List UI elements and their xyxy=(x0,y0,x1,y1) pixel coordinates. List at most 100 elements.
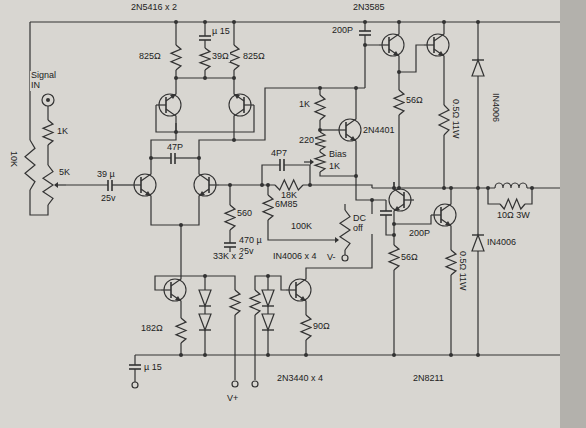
component-label: 560 xyxy=(236,209,253,219)
component-label: 56Ω xyxy=(405,96,424,106)
transistor-lead xyxy=(234,87,244,101)
transistor-lead xyxy=(296,272,306,286)
wire xyxy=(180,225,181,272)
wire xyxy=(320,172,356,176)
junction-dot xyxy=(397,186,401,190)
transistor-symbol xyxy=(431,197,456,233)
resistor-symbol xyxy=(263,195,273,220)
resistor-symbol xyxy=(43,165,53,205)
transistor-lead xyxy=(296,294,306,308)
wire xyxy=(254,315,255,380)
component-label: IN4006 xyxy=(486,238,517,248)
pot-arrow xyxy=(54,182,58,188)
emitter-arrow xyxy=(175,296,181,301)
terminal xyxy=(132,382,138,388)
wire xyxy=(399,45,424,72)
wire xyxy=(255,276,268,290)
wire xyxy=(450,275,451,355)
component-label: 2N3585 xyxy=(352,3,386,13)
transistor-lead xyxy=(424,44,434,45)
junction-dot xyxy=(476,353,480,357)
junction-dot xyxy=(149,156,153,160)
wire xyxy=(204,40,205,48)
component-label: 2N4401 xyxy=(362,126,396,136)
component-label: 825Ω xyxy=(138,52,162,62)
transistor-lead xyxy=(434,27,444,41)
wire xyxy=(268,276,286,290)
wire xyxy=(234,88,365,140)
wire xyxy=(175,22,176,45)
component-label: 1K xyxy=(298,100,311,110)
component-label: µ 15 xyxy=(143,363,163,373)
capacitor-symbol xyxy=(170,152,172,164)
junction-dot xyxy=(392,222,396,226)
diode-symbol xyxy=(472,234,484,235)
resistor-symbol xyxy=(230,290,240,315)
resistor-symbol xyxy=(171,45,181,70)
transistor-lead xyxy=(389,27,399,41)
junction-dot xyxy=(392,233,396,237)
transistor-lead xyxy=(171,294,181,308)
wire xyxy=(47,145,48,165)
junction-dot xyxy=(397,20,401,24)
junction-dot xyxy=(197,156,201,160)
emitter-arrow xyxy=(438,51,444,56)
resistor-symbol xyxy=(176,318,186,343)
junction-dot xyxy=(392,186,396,190)
wire xyxy=(204,22,205,36)
junction-dot xyxy=(354,174,358,178)
resistor-symbol xyxy=(315,132,325,150)
wire xyxy=(355,88,356,112)
transistor-lead xyxy=(404,199,414,200)
junction-dot xyxy=(476,186,480,190)
transistor-lead xyxy=(346,112,356,126)
component-label: 5K xyxy=(58,168,71,178)
input-connector xyxy=(42,94,54,106)
transistor-symbol xyxy=(194,167,219,203)
junction-dot xyxy=(203,76,207,80)
emitter-arrow xyxy=(394,206,400,211)
wire xyxy=(199,123,234,167)
wire xyxy=(477,76,478,188)
wire xyxy=(365,45,379,88)
wire xyxy=(477,22,478,60)
input-connector xyxy=(46,98,50,102)
junction-dot xyxy=(318,128,322,132)
transistor-symbol xyxy=(379,27,404,63)
junction-dot xyxy=(203,20,207,24)
transistor-lead xyxy=(441,197,451,211)
component-label: DC off xyxy=(352,214,376,234)
emitter-arrow xyxy=(170,94,176,99)
component-label: 6M85 xyxy=(274,200,299,210)
resistor-symbol xyxy=(25,140,35,190)
diode-symbol xyxy=(472,235,484,251)
inductor-symbol xyxy=(495,183,527,188)
component-label: 2N5416 x 2 xyxy=(130,3,178,13)
wire xyxy=(156,105,254,132)
wire xyxy=(398,63,399,90)
resistor-symbol xyxy=(225,205,235,230)
junction-dot xyxy=(392,353,396,357)
wire xyxy=(30,190,48,215)
junction-dot xyxy=(232,138,236,142)
transistor-lead xyxy=(431,214,441,215)
wire xyxy=(134,355,135,365)
wire xyxy=(175,157,199,158)
transistor-lead xyxy=(441,219,451,233)
transistor-lead xyxy=(141,167,151,181)
wire xyxy=(267,330,268,355)
wire xyxy=(135,354,560,355)
wire xyxy=(320,129,336,130)
junction-dot xyxy=(260,183,264,187)
resistor-symbol xyxy=(315,95,325,120)
component-label: 1K xyxy=(328,162,341,172)
terminal xyxy=(232,381,238,387)
capacitor-symbol xyxy=(380,210,392,212)
emitter-arrow xyxy=(145,191,151,196)
capacitor-symbol xyxy=(224,242,236,244)
component-label: 33K x 2 xyxy=(212,252,245,262)
component-label: Bias xyxy=(328,150,348,160)
wire xyxy=(525,188,532,204)
wire xyxy=(229,230,230,243)
